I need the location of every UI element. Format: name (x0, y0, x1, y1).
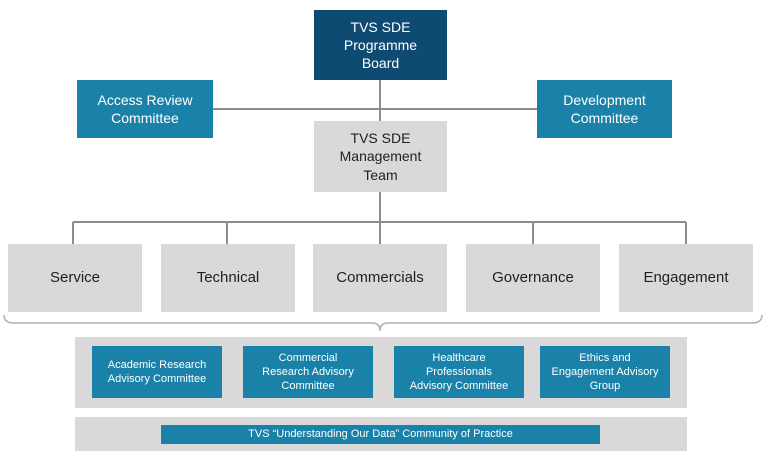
advisory-label-line: Professionals (425, 365, 493, 378)
advisory-ethics-engagement-box: Ethics and Engagement Advisory Group (540, 346, 670, 398)
management-team-box: TVS SDE Management Team (314, 121, 447, 192)
advisory-label-line: Group (589, 380, 621, 393)
management-label-line: TVS SDE (350, 130, 411, 147)
workstream-label: Engagement (643, 269, 729, 287)
management-label-line: Management (339, 148, 422, 165)
workstream-technical-box: Technical (161, 244, 295, 312)
community-of-practice-box: TVS “Understanding Our Data” Community o… (161, 425, 600, 444)
management-label-line: Team (363, 166, 398, 183)
workstream-label: Service (49, 269, 101, 287)
workstream-engagement-box: Engagement (619, 244, 753, 312)
development-label-line: Committee (570, 110, 639, 126)
development-label-line: Development (563, 91, 646, 108)
advisory-academic-research-box: Academic Research Advisory Committee (92, 346, 222, 398)
advisory-label-line: Engagement Advisory (551, 365, 659, 378)
advisory-healthcare-professionals-box: Healthcare Professionals Advisory Commit… (394, 346, 524, 398)
board-label-line: Board (361, 55, 400, 72)
advisory-label-line: Ethics and (579, 351, 631, 364)
workstreams-brace (3, 314, 763, 332)
advisory-commercial-research-box: Commercial Research Advisory Committee (243, 346, 373, 398)
programme-board-box: TVS SDE Programme Board (314, 10, 447, 80)
workstream-commercials-box: Commercials (313, 244, 447, 312)
advisory-label-line: Commercial (278, 351, 338, 364)
access-review-label-line: Committee (111, 110, 179, 126)
workstream-label: Commercials (336, 269, 424, 287)
workstream-governance-box: Governance (466, 244, 600, 312)
advisory-label-line: Advisory Committee (409, 380, 509, 393)
advisory-label-line: Healthcare (432, 351, 486, 364)
advisory-label-line: Advisory Committee (107, 373, 207, 385)
board-label-line: Programme (343, 36, 418, 53)
access-review-label-line: Access Review (97, 91, 193, 108)
board-label-line: TVS SDE (350, 18, 411, 35)
advisory-label-line: Academic Research (107, 358, 207, 371)
workstream-label: Technical (196, 269, 260, 287)
development-committee-box: Development Committee (537, 80, 672, 138)
community-label: TVS “Understanding Our Data” Community o… (248, 428, 513, 441)
workstream-service-box: Service (8, 244, 142, 312)
workstream-label: Governance (492, 269, 574, 287)
advisory-label-line: Research Advisory (262, 365, 354, 378)
access-review-committee-box: Access Review Committee (77, 80, 213, 138)
advisory-label-line: Committee (281, 380, 335, 393)
